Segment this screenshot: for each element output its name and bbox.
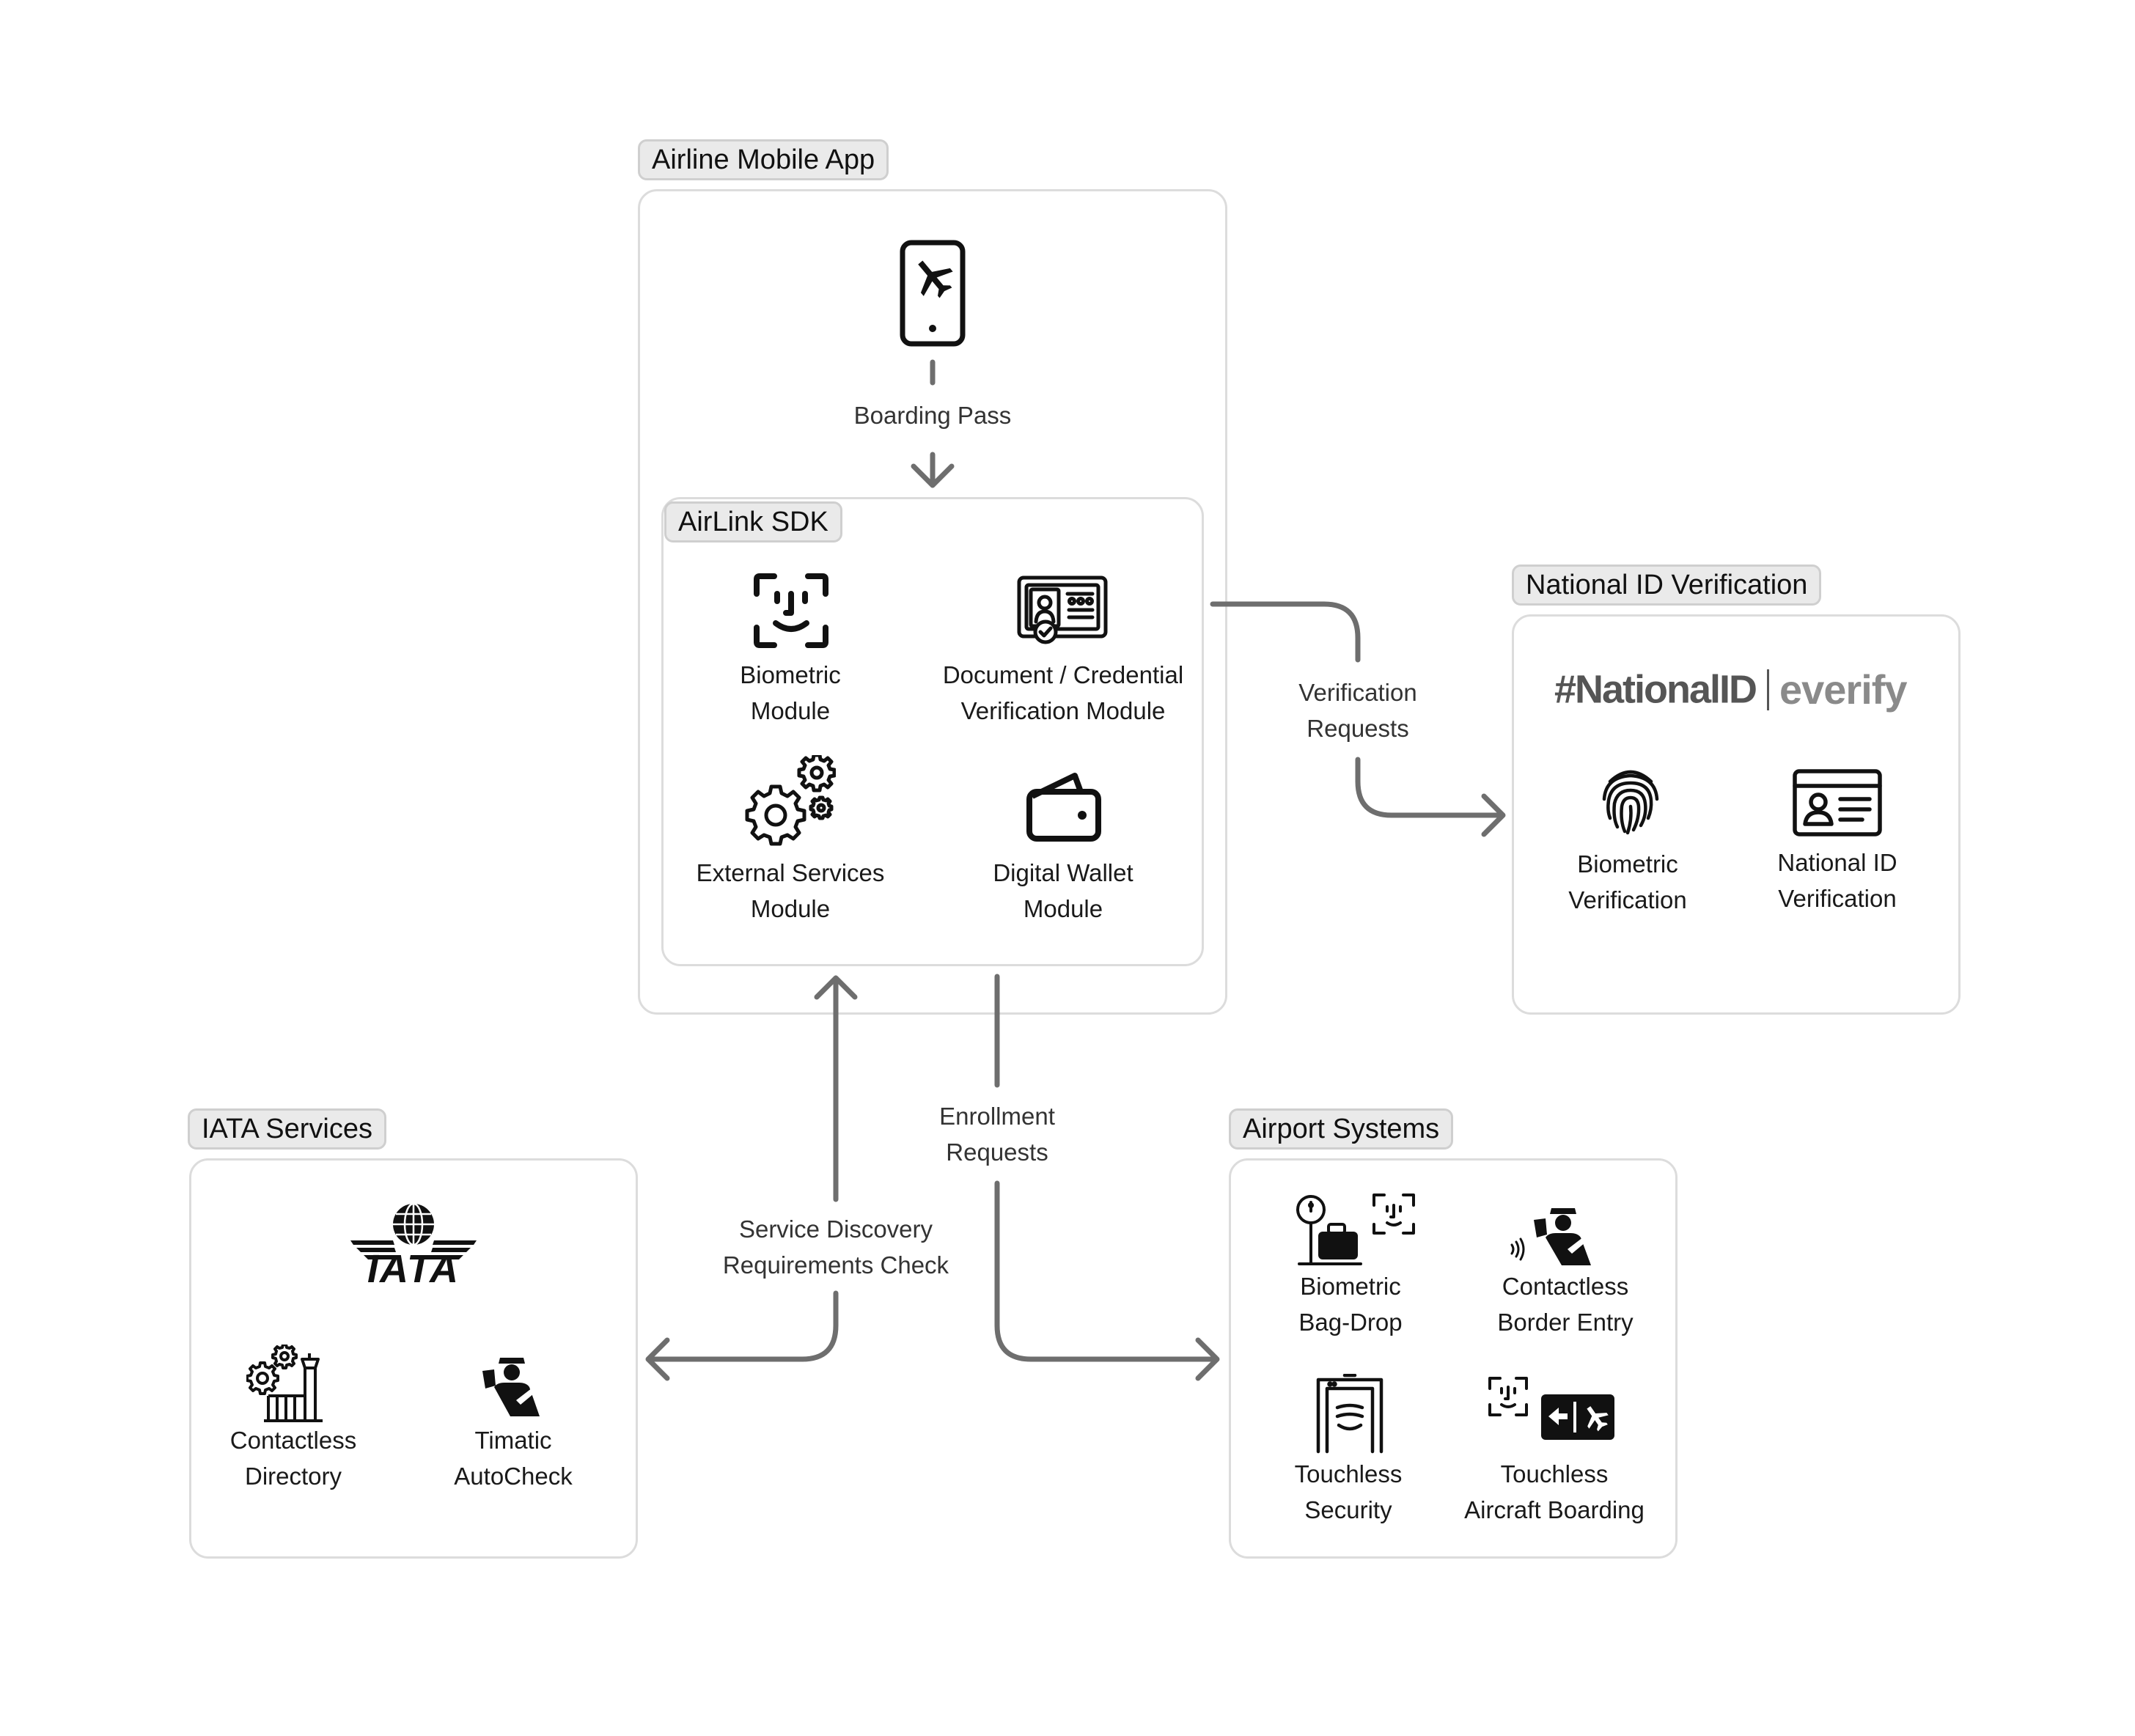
fingerprint-icon	[1600, 767, 1661, 841]
digital-wallet-module: Digital Wallet Module	[993, 859, 1133, 922]
airport-tower-icon	[246, 1343, 327, 1427]
enrollment-arrow-bottom	[994, 1180, 1220, 1381]
discovery-arrow-up	[814, 975, 858, 1202]
nationalid-logo-text: #NationalID	[1554, 667, 1757, 712]
airlink-sdk-group	[661, 497, 1204, 966]
document-credential-verification-module: Document / Credential Verification Modul…	[942, 661, 1184, 724]
id-card-icon	[1792, 768, 1883, 841]
airport-systems-group	[1229, 1158, 1677, 1559]
airport-systems-title: Airport Systems	[1229, 1108, 1454, 1150]
biometric-bag-drop: Biometric Bag-Drop	[1298, 1273, 1403, 1336]
officer-icon	[481, 1356, 543, 1421]
service-discovery-label: Service Discovery Requirements Check	[707, 1211, 965, 1283]
nationalid-everify-logo: #NationalID everify	[1554, 666, 1908, 717]
touchless-aircraft-boarding: Touchless Aircraft Boarding	[1464, 1460, 1645, 1523]
face-scan-icon	[752, 572, 830, 653]
border-officer-icon	[1509, 1207, 1597, 1270]
everify-logo-text: everify	[1779, 666, 1908, 713]
national-id-title: National ID Verification	[1512, 564, 1822, 606]
enrollment-requests-label: Enrollment Requests	[908, 1098, 1087, 1170]
gears-icon	[745, 753, 837, 850]
id-card-check-icon	[1016, 575, 1109, 649]
airlink-sdk-title: AirLink SDK	[664, 501, 842, 542]
iata-logo-text: IATA	[367, 1247, 460, 1291]
bag-drop-icon	[1295, 1191, 1415, 1275]
external-services-module: External Services Module	[696, 859, 885, 922]
timatic-autocheck: Timatic AutoCheck	[454, 1427, 573, 1490]
biometric-module: Biometric Module	[740, 661, 841, 724]
logo-divider	[1766, 669, 1769, 710]
touchless-security: Touchless Security	[1294, 1460, 1403, 1523]
verification-arrow-bottom	[1355, 757, 1506, 837]
wallet-icon	[1025, 770, 1103, 847]
airline-mobile-app-title: Airline Mobile App	[638, 139, 889, 180]
verification-requests-label: Verification Requests	[1268, 674, 1447, 746]
boarding-pass-label: Boarding Pass	[850, 397, 1015, 433]
discovery-arrow-left	[645, 1290, 839, 1381]
boarding-pass-arrow-down	[911, 452, 955, 488]
national-id-group	[1512, 614, 1961, 1015]
security-gate-icon	[1315, 1373, 1384, 1458]
national-id-verification: National ID Verification	[1777, 849, 1897, 912]
contactless-border-entry: Contactless Border Entry	[1497, 1273, 1634, 1336]
iata-logo	[346, 1202, 481, 1297]
biometric-verification: Biometric Verification	[1568, 850, 1687, 913]
contactless-directory: Contactless Directory	[229, 1427, 357, 1490]
boarding-gate-icon	[1485, 1375, 1617, 1446]
phone-plane-icon	[899, 239, 966, 351]
iata-services-title: IATA Services	[188, 1108, 386, 1150]
verification-arrow-top	[1210, 601, 1361, 663]
